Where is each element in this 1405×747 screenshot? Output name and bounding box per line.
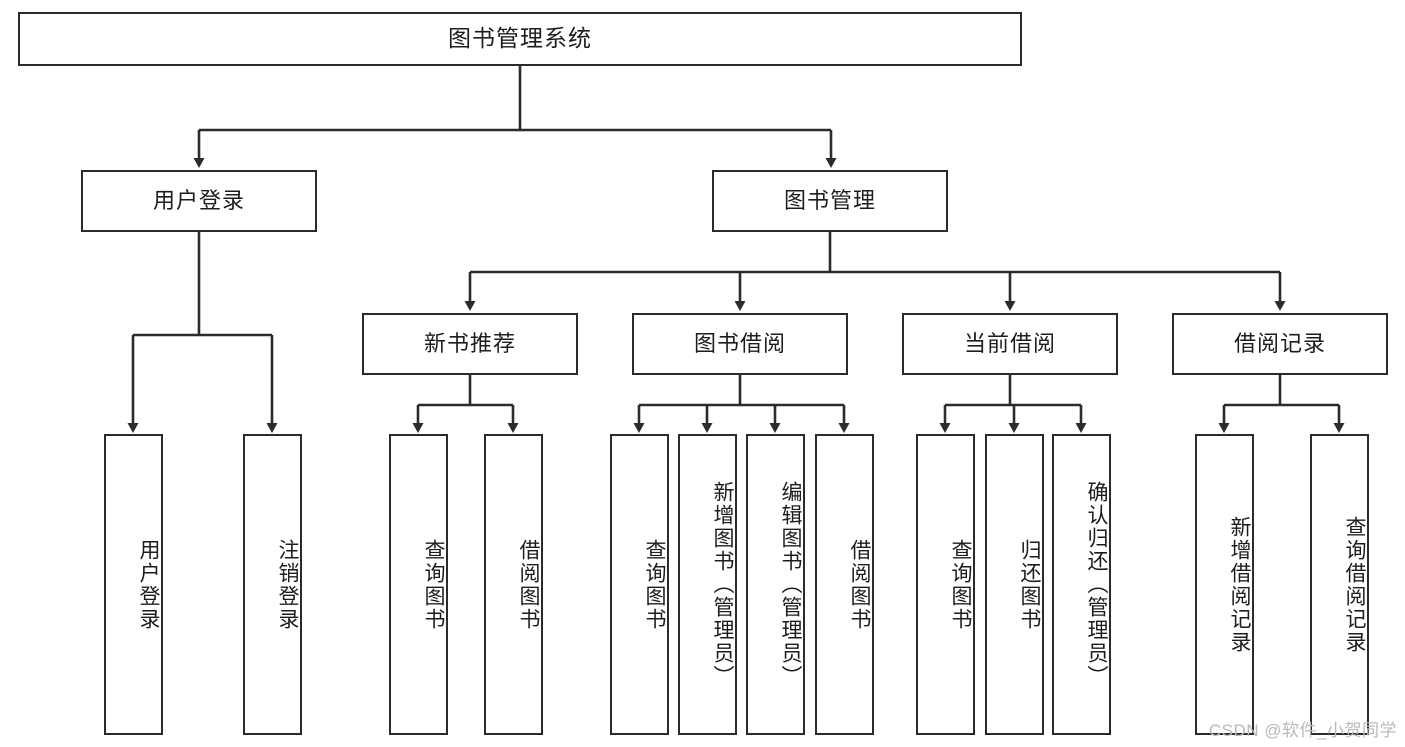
node-label: 确认归还（管理员） — [1085, 481, 1108, 688]
node-label: 图书管理 — [783, 187, 876, 213]
node-label: 注销登录 — [276, 538, 299, 631]
node-book-management[interactable]: 图书管理 — [712, 170, 948, 232]
leaf-confirm-return-admin[interactable]: 确认归还（管理员） — [1052, 434, 1111, 735]
node-current-borrowing[interactable]: 当前借阅 — [902, 313, 1118, 375]
leaf-user-login[interactable]: 用户登录 — [104, 434, 163, 735]
node-root-book-management-system[interactable]: 图书管理系统 — [18, 12, 1022, 66]
node-borrowing-records[interactable]: 借阅记录 — [1172, 313, 1388, 375]
node-label: 用户登录 — [152, 187, 245, 213]
leaf-borrow-books-new[interactable]: 借阅图书 — [484, 434, 543, 735]
node-book-borrowing[interactable]: 图书借阅 — [632, 313, 848, 375]
node-label: 借阅图书 — [517, 538, 540, 631]
node-label: 查询图书 — [643, 538, 666, 631]
leaf-add-book-admin[interactable]: 新增图书（管理员） — [678, 434, 737, 735]
node-label: 借阅记录 — [1233, 330, 1326, 356]
node-new-book-recommendation[interactable]: 新书推荐 — [362, 313, 578, 375]
leaf-borrow-books[interactable]: 借阅图书 — [815, 434, 874, 735]
leaf-query-books-current[interactable]: 查询图书 — [916, 434, 975, 735]
node-label: 当前借阅 — [963, 330, 1056, 356]
node-label: 新增借阅记录 — [1228, 515, 1251, 654]
node-user-login[interactable]: 用户登录 — [81, 170, 317, 232]
node-label: 图书管理系统 — [448, 25, 592, 52]
node-label: 查询借阅记录 — [1343, 515, 1366, 654]
leaf-logout[interactable]: 注销登录 — [243, 434, 302, 735]
node-label: 图书借阅 — [693, 330, 786, 356]
node-label: 编辑图书（管理员） — [779, 481, 802, 688]
leaf-edit-book-admin[interactable]: 编辑图书（管理员） — [746, 434, 805, 735]
leaf-query-books-borrow[interactable]: 查询图书 — [610, 434, 669, 735]
leaf-add-borrow-record[interactable]: 新增借阅记录 — [1195, 434, 1254, 735]
leaf-return-books[interactable]: 归还图书 — [985, 434, 1044, 735]
node-label: 借阅图书 — [848, 538, 871, 631]
node-label: 归还图书 — [1018, 538, 1041, 631]
leaf-query-borrow-record[interactable]: 查询借阅记录 — [1310, 434, 1369, 735]
node-label: 用户登录 — [137, 538, 160, 631]
node-label: 查询图书 — [422, 538, 445, 631]
node-label: 新书推荐 — [423, 330, 516, 356]
leaf-query-books-new[interactable]: 查询图书 — [389, 434, 448, 735]
watermark: CSDN @软件_小贺同学 — [1208, 721, 1397, 740]
node-label: 查询图书 — [949, 538, 972, 631]
node-label: 新增图书（管理员） — [711, 481, 734, 688]
